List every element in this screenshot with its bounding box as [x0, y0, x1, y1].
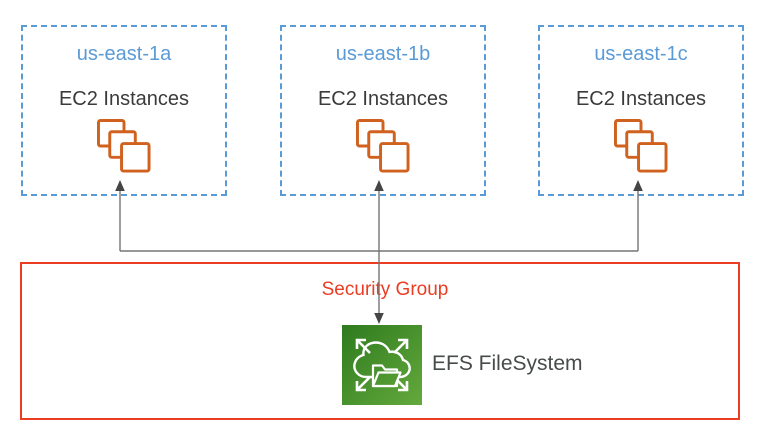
- ec2-instances-stack-icon: [356, 119, 410, 173]
- ec2-instances-stack-icon: [97, 119, 151, 173]
- zone-title: us-east-1c: [594, 43, 688, 65]
- security-group-boundary: [20, 262, 740, 420]
- availability-zone-us-east-1a: us-east-1a EC2 Instances: [21, 25, 227, 196]
- security-group-label: Security Group: [321, 279, 449, 300]
- ec2-instances-label: EC2 Instances: [575, 88, 707, 110]
- availability-zone-us-east-1c: us-east-1c EC2 Instances: [538, 25, 744, 196]
- ec2-instances-stack-icon: [614, 119, 668, 173]
- efs-filesystem-icon: [342, 325, 422, 405]
- efs-filesystem-label: EFS FileSystem: [432, 352, 583, 375]
- ec2-instances-label: EC2 Instances: [58, 88, 190, 110]
- zone-title: us-east-1b: [335, 43, 431, 65]
- zone-title: us-east-1a: [76, 43, 172, 65]
- ec2-instances-label: EC2 Instances: [317, 88, 449, 110]
- availability-zone-us-east-1b: us-east-1b EC2 Instances: [280, 25, 486, 196]
